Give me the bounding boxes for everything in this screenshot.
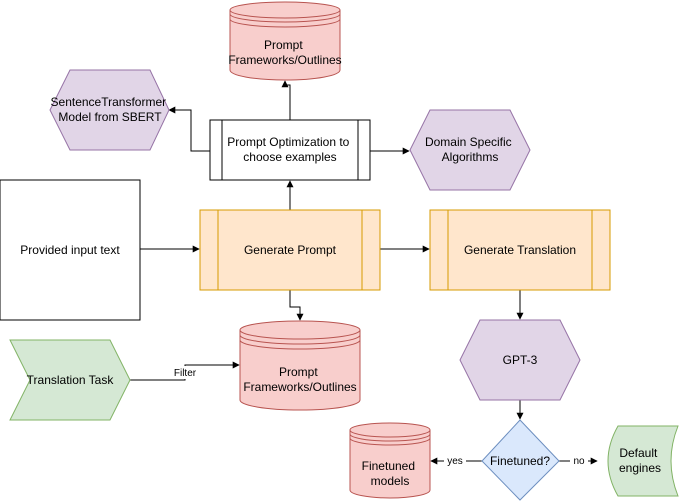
node-generate-prompt: Generate Prompt bbox=[199, 209, 381, 291]
node-prompt-optimization: Prompt Optimization to choose examples bbox=[209, 119, 371, 181]
node-translation-task: Translation Task bbox=[9, 339, 131, 421]
node-sentence-transformer: SentenceTransformer Model from SBERT bbox=[49, 69, 170, 151]
edge-label-filter: Filter bbox=[174, 368, 197, 379]
node-gpt3: GPT-3 bbox=[459, 319, 581, 401]
node-finetuned-decision: Finetuned? bbox=[481, 419, 560, 501]
svg-text:Generate Translation: Generate Translation bbox=[464, 243, 576, 257]
svg-text:GPT-3: GPT-3 bbox=[503, 353, 538, 367]
node-finetuned-models: Finetuned models bbox=[349, 422, 431, 499]
node-default-engines: Default engines bbox=[607, 425, 679, 497]
edge-optimization-to-sentence-transformer bbox=[168, 106, 210, 152]
edge-optimization-to-top-frameworks bbox=[281, 80, 291, 120]
svg-text:Default engines: Default engines bbox=[619, 446, 661, 475]
node-provided-input: Provided input text bbox=[0, 179, 141, 321]
svg-text:Prompt Frameworks/Outlin: Prompt Frameworks/Outlines bbox=[243, 365, 356, 394]
svg-text:Provided input text: Provided input text bbox=[20, 243, 120, 257]
svg-text:Finetuned?: Finetuned? bbox=[490, 454, 550, 468]
svg-text:Domain Specific Algorith: Domain Specific Algorithms bbox=[425, 135, 515, 164]
node-prompt-frameworks-top: Prompt Frameworks/Outlines bbox=[228, 1, 342, 81]
edge-label-no: no bbox=[573, 456, 585, 467]
node-prompt-frameworks-bottom: Prompt Frameworks/Outlines bbox=[239, 320, 361, 411]
svg-text:Prompt Frameworks/Outlin: Prompt Frameworks/Outlines bbox=[228, 38, 341, 67]
svg-text:Finetuned models: Finetuned models bbox=[362, 459, 419, 488]
svg-text:Generate Prompt: Generate Prompt bbox=[244, 243, 337, 257]
svg-text:SentenceTransformer Mode: SentenceTransformer Model from SBERT bbox=[51, 95, 170, 124]
node-generate-translation: Generate Translation bbox=[429, 209, 611, 291]
edge-generate-prompt-to-bottom-frameworks bbox=[289, 290, 304, 321]
edges bbox=[130, 80, 598, 465]
node-domain-algorithms: Domain Specific Algorithms bbox=[409, 109, 531, 191]
svg-text:Translation Task: Translation Task bbox=[27, 373, 115, 387]
edge-label-yes: yes bbox=[447, 456, 463, 467]
svg-text:Prompt Optimization to c: Prompt Optimization to choose examples bbox=[227, 135, 352, 164]
